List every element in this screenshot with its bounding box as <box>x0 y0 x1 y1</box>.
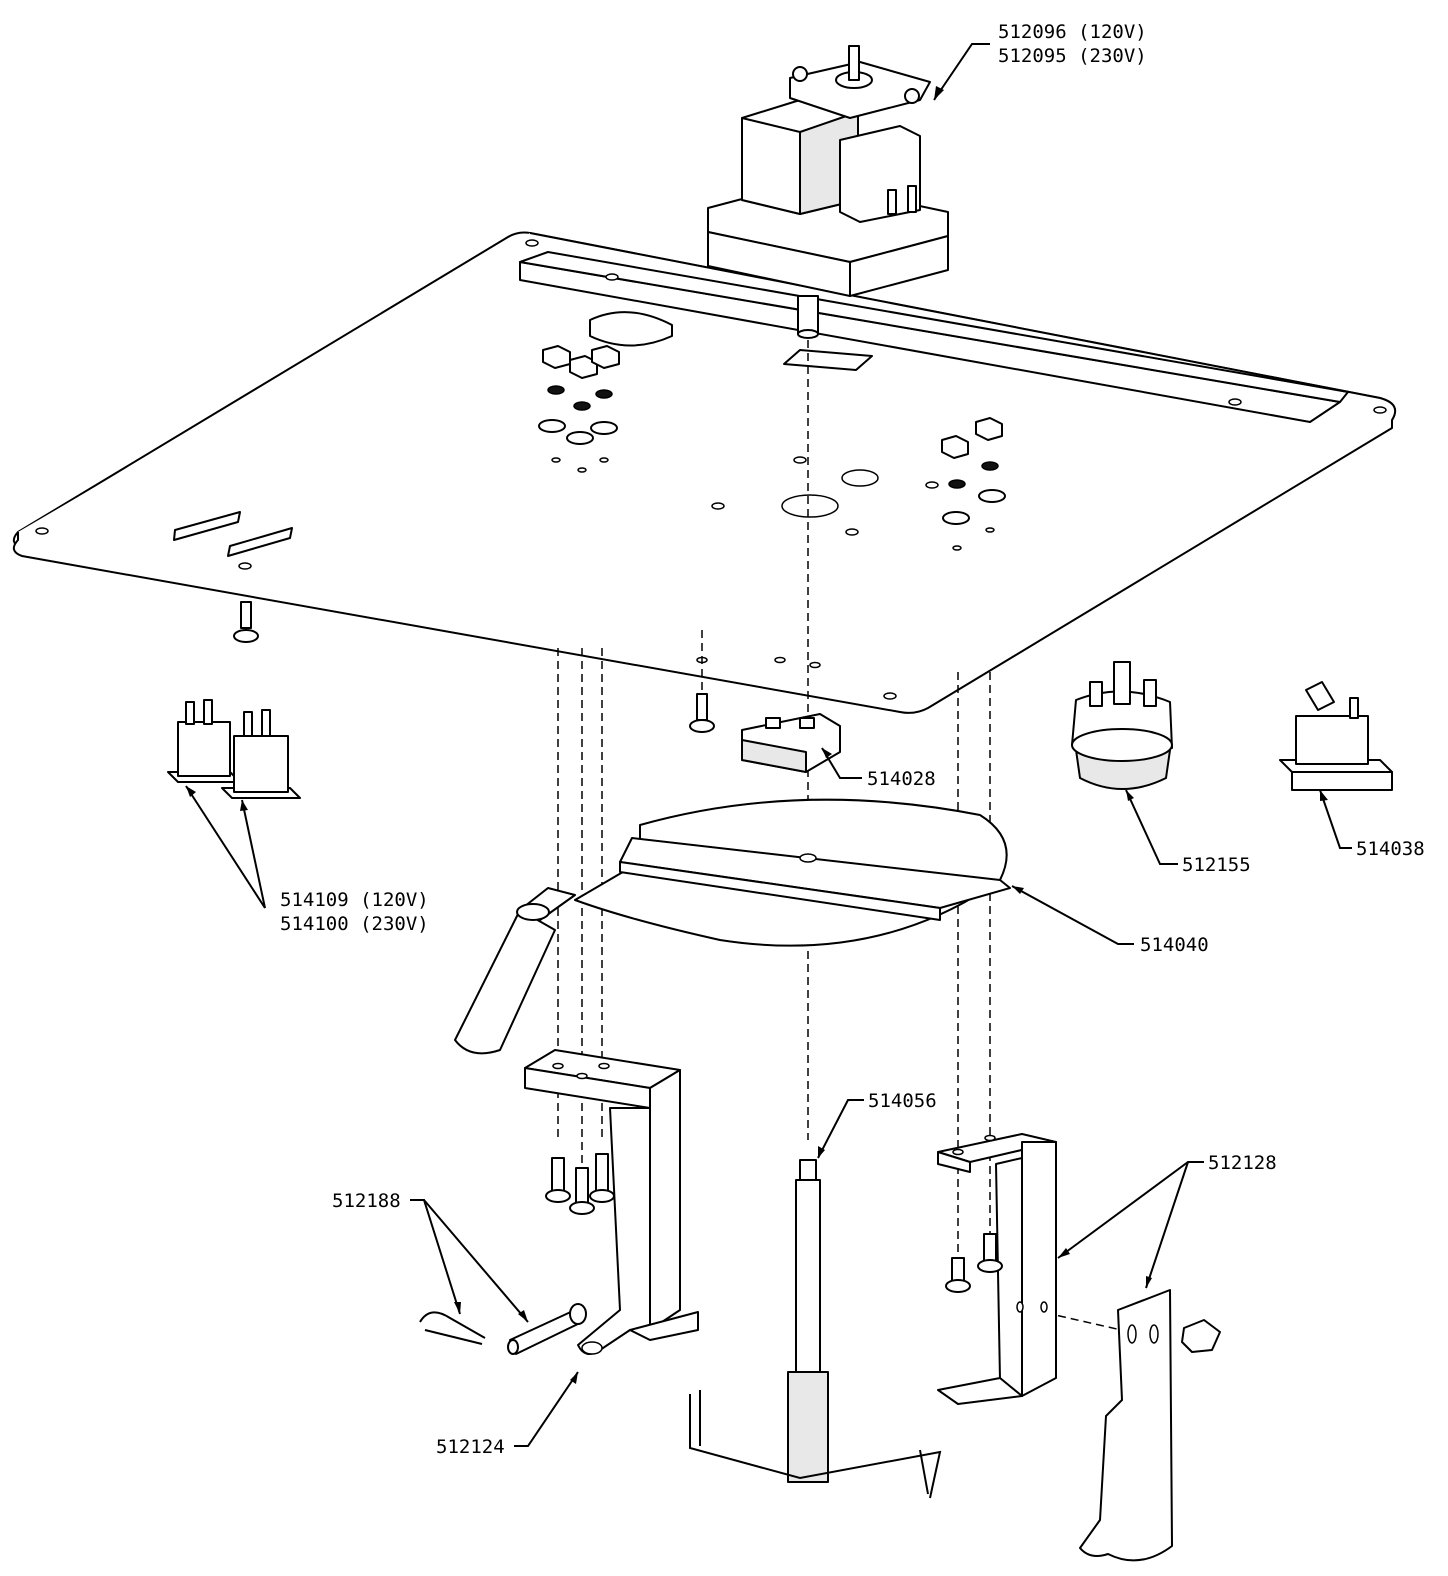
callout-switch-230v: 514100 (230V) <box>280 913 429 935</box>
callout-motor-230v: 512095 (230V) <box>998 45 1147 67</box>
callout-knob: 512155 <box>1182 854 1251 876</box>
callout-pins: 512188 <box>332 1190 401 1212</box>
knob-part <box>1071 661 1173 790</box>
callout-switch-120v: 514109 (120V) <box>280 889 429 911</box>
bracket-screws-left <box>545 1153 615 1215</box>
screw-center <box>689 693 715 733</box>
clip-part <box>741 713 841 773</box>
callout-clip: 514028 <box>867 768 936 790</box>
callout-rocker: 514038 <box>1356 838 1425 860</box>
clevis-pin-and-clip <box>419 1303 587 1355</box>
callout-bracket-right: 512128 <box>1208 1152 1277 1174</box>
screw-left <box>233 601 259 643</box>
callout-shaft: 514056 <box>868 1090 937 1112</box>
nut-washer-stack-right <box>941 417 1006 551</box>
motor <box>707 45 949 339</box>
guard-plate <box>1079 1289 1221 1562</box>
callout-bracket-left: 512124 <box>436 1436 505 1458</box>
base-plate <box>12 231 1396 714</box>
callout-leaders <box>185 43 1352 1447</box>
rocker-part <box>1279 681 1393 791</box>
baffle-plate <box>454 798 1011 1055</box>
right-bracket <box>937 1133 1057 1405</box>
nut-washer-stack-left <box>538 345 620 473</box>
callout-baffle: 514040 <box>1140 934 1209 956</box>
agitator-shaft <box>689 1159 942 1499</box>
left-bracket <box>524 1049 699 1355</box>
rocker-switch-pair <box>167 699 301 799</box>
callout-motor-120v: 512096 (120V) <box>998 21 1147 43</box>
